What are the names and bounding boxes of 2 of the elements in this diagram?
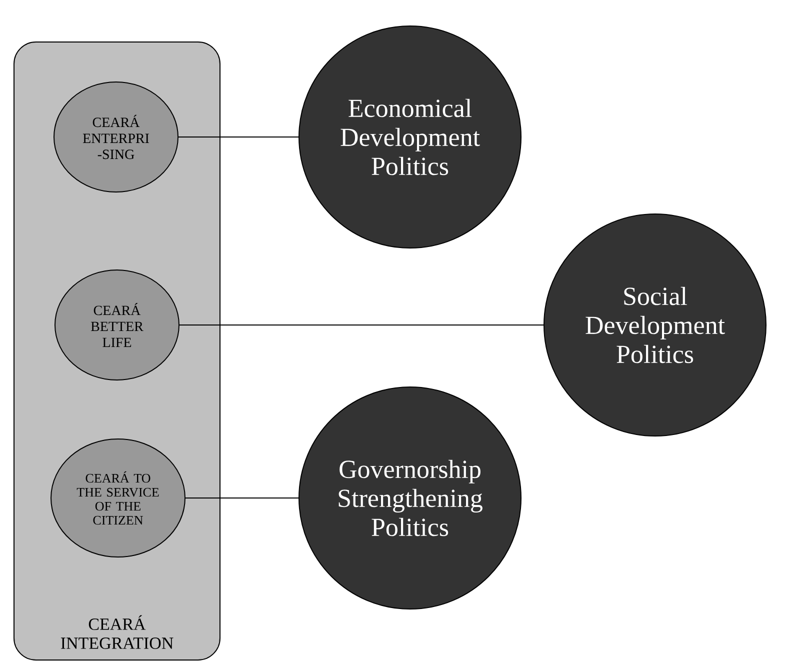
connector-line [178,136,299,138]
connector-line [179,324,544,326]
